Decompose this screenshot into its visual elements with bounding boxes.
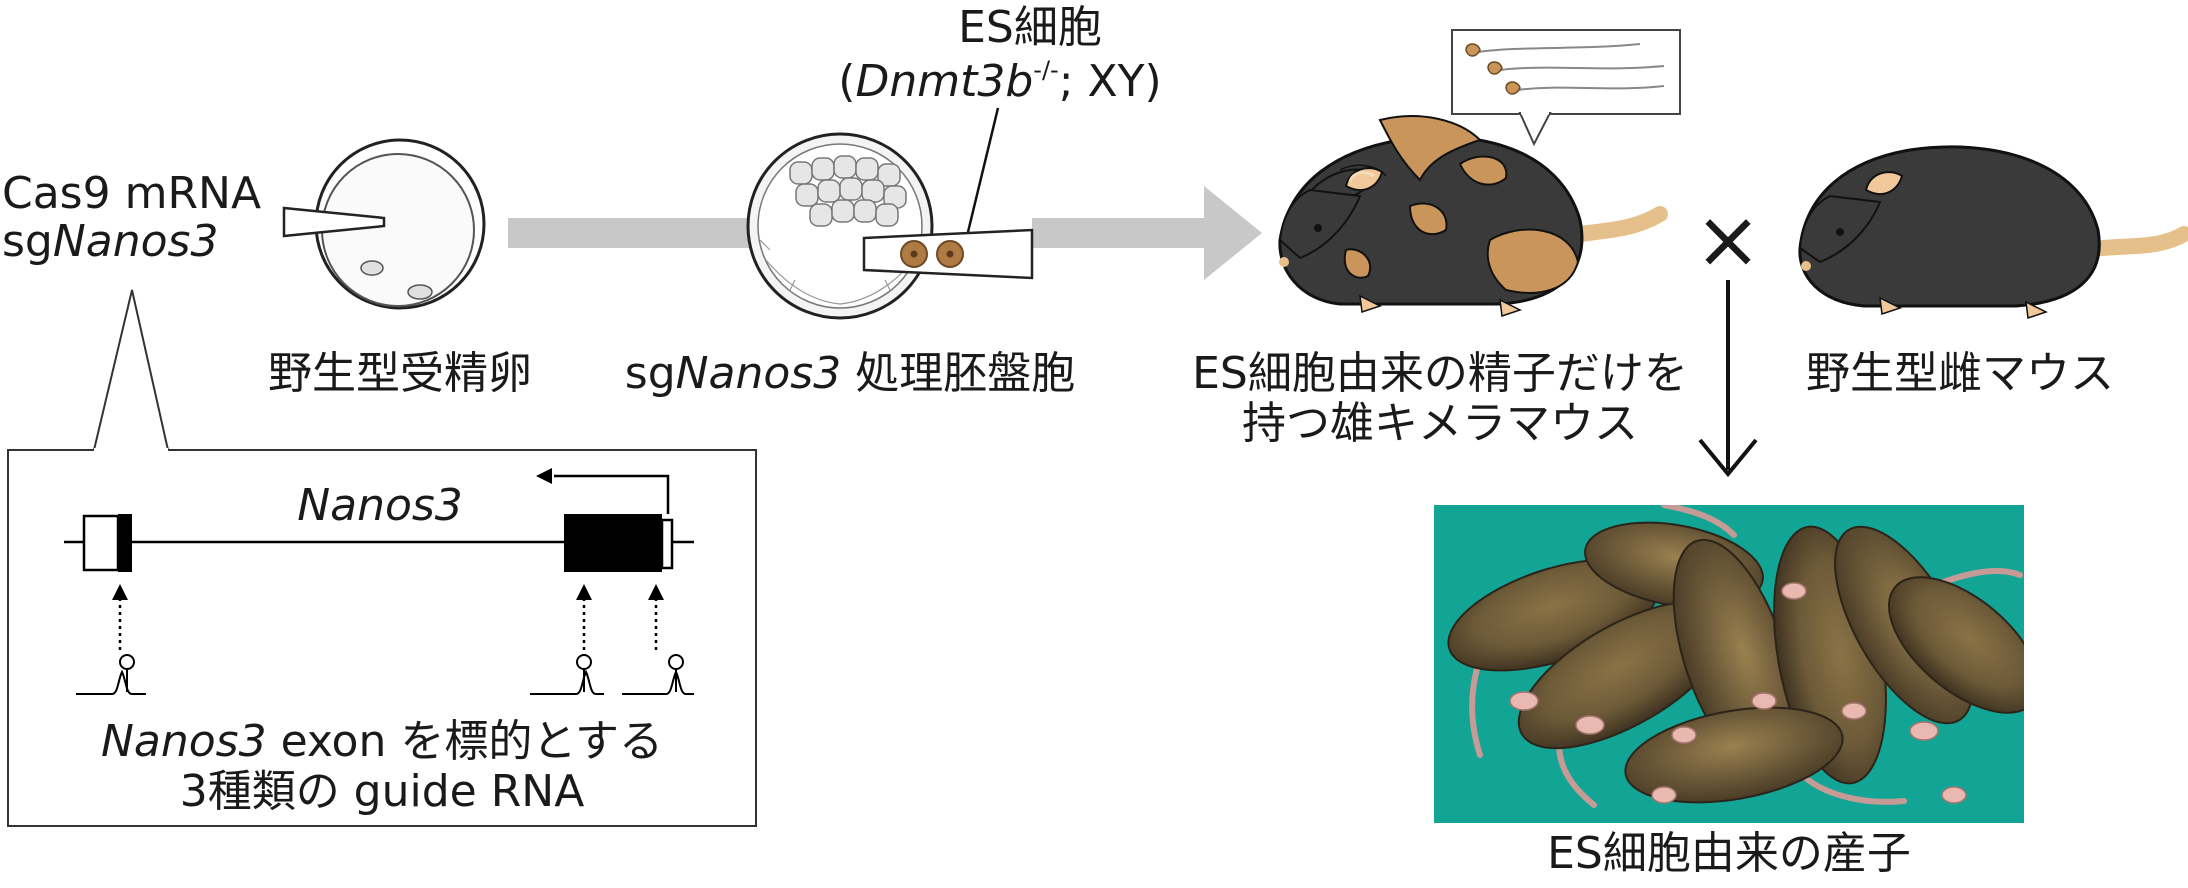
inset-box	[7, 448, 757, 827]
fertilized-egg-label: 野生型受精卵	[268, 348, 532, 399]
chimera-label-line1: ES細胞由来の精子だけを	[1192, 348, 1688, 399]
fertilized-egg	[314, 138, 486, 310]
inset-gene-label: Nanos3	[297, 480, 463, 531]
es-cells-genotype: (Dnmt3b-/-; XY)	[838, 56, 1162, 107]
female-mouse	[1798, 145, 2188, 320]
es-cell-pipette	[862, 107, 1034, 280]
female-mouse-label: 野生型雌マウス	[1806, 348, 2114, 399]
inset-callout	[93, 289, 169, 451]
guide-rna-1	[76, 584, 146, 695]
es-cells-title: ES細胞	[958, 2, 1102, 53]
inset-caption-line1: Nanos3 exon を標的とする	[100, 716, 664, 767]
process-arrow-2	[1032, 186, 1262, 280]
guide-rna-3	[622, 584, 694, 695]
blastocyst	[746, 132, 934, 320]
injection-label-line2: sgNanos3	[2, 216, 219, 267]
transcription-start-arrow	[536, 468, 670, 514]
guide-rna-2	[530, 584, 604, 695]
offspring-photo	[1434, 505, 2024, 823]
injection-needle	[282, 206, 386, 238]
offspring-arrow	[1698, 280, 1758, 478]
offspring-label: ES細胞由来の産子	[1547, 828, 1911, 879]
chimera-label-line2: 持つ雄キメラマウス	[1242, 398, 1638, 449]
cross-symbol: ×	[1694, 193, 1762, 286]
injection-label-line1: Cas9 mRNA	[2, 168, 262, 219]
blastocyst-label: sgNanos3 処理胚盤胞	[624, 348, 1076, 399]
inset-caption-line2: 3種類の guide RNA	[179, 766, 585, 817]
gene-structure	[64, 514, 694, 572]
chimera-mouse	[1278, 115, 1668, 318]
process-arrow-1	[508, 218, 770, 248]
sperm-bubble	[1451, 29, 1681, 147]
